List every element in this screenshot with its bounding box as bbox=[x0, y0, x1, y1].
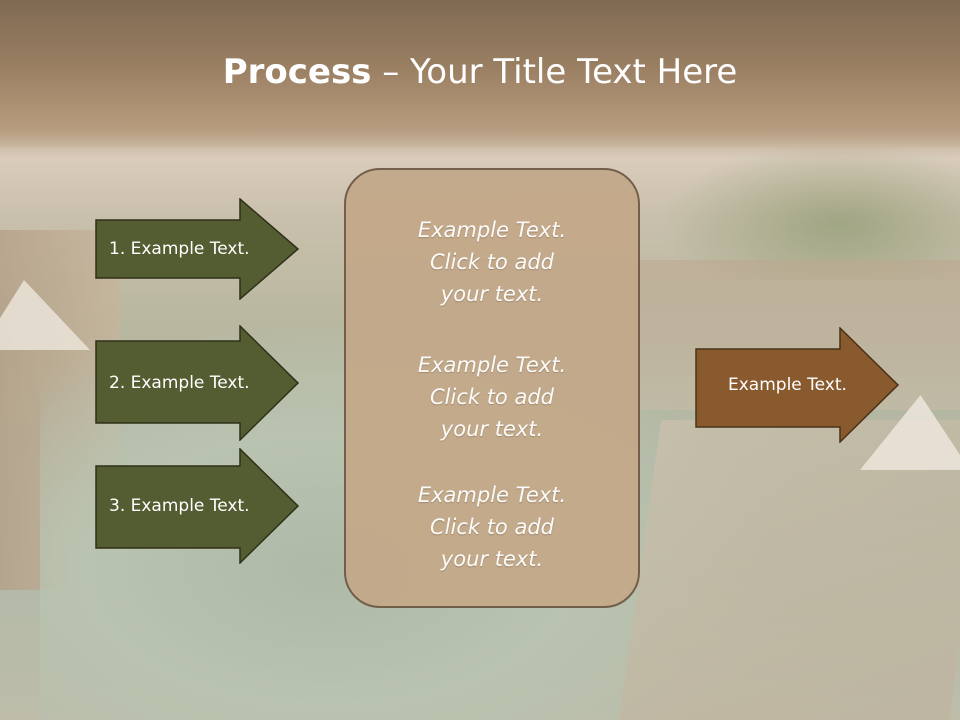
center-block-1[interactable]: Example Text. Click to add your text. bbox=[346, 214, 638, 310]
title-rest: – Your Title Text Here bbox=[371, 52, 738, 92]
step-arrow-1[interactable]: 1. Example Text. bbox=[95, 198, 300, 300]
slide-title[interactable]: Process – Your Title Text Here bbox=[0, 52, 960, 92]
center-block-3-line3: your text. bbox=[440, 547, 544, 571]
header-band bbox=[0, 0, 960, 150]
center-block-2-line3: your text. bbox=[440, 417, 544, 441]
arrow-right-icon bbox=[95, 325, 300, 441]
center-block-3-line2: Click to add bbox=[429, 515, 554, 539]
step-label-1: 1. Example Text. bbox=[109, 239, 250, 259]
arrow-right-icon bbox=[95, 448, 300, 564]
center-block-3[interactable]: Example Text. Click to add your text. bbox=[346, 479, 638, 575]
background-palms bbox=[660, 140, 960, 280]
arrow-right-icon bbox=[95, 198, 300, 300]
step-arrow-2[interactable]: 2. Example Text. bbox=[95, 325, 300, 441]
center-block-1-line1: Example Text. bbox=[417, 218, 567, 242]
center-block-1-line2: Click to add bbox=[429, 250, 554, 274]
arrow-right-icon bbox=[695, 327, 900, 443]
output-label: Example Text. bbox=[728, 375, 847, 395]
title-bold: Process bbox=[222, 52, 372, 92]
center-text-box[interactable]: Example Text. Click to add your text. Ex… bbox=[344, 168, 640, 608]
step-label-3: 3. Example Text. bbox=[109, 496, 250, 516]
center-block-2-line1: Example Text. bbox=[417, 353, 567, 377]
output-arrow[interactable]: Example Text. bbox=[695, 327, 900, 443]
center-block-1-line3: your text. bbox=[440, 282, 544, 306]
step-label-2: 2. Example Text. bbox=[109, 373, 250, 393]
center-block-2[interactable]: Example Text. Click to add your text. bbox=[346, 349, 638, 445]
center-block-3-line1: Example Text. bbox=[417, 483, 567, 507]
step-arrow-3[interactable]: 3. Example Text. bbox=[95, 448, 300, 564]
center-block-2-line2: Click to add bbox=[429, 385, 554, 409]
